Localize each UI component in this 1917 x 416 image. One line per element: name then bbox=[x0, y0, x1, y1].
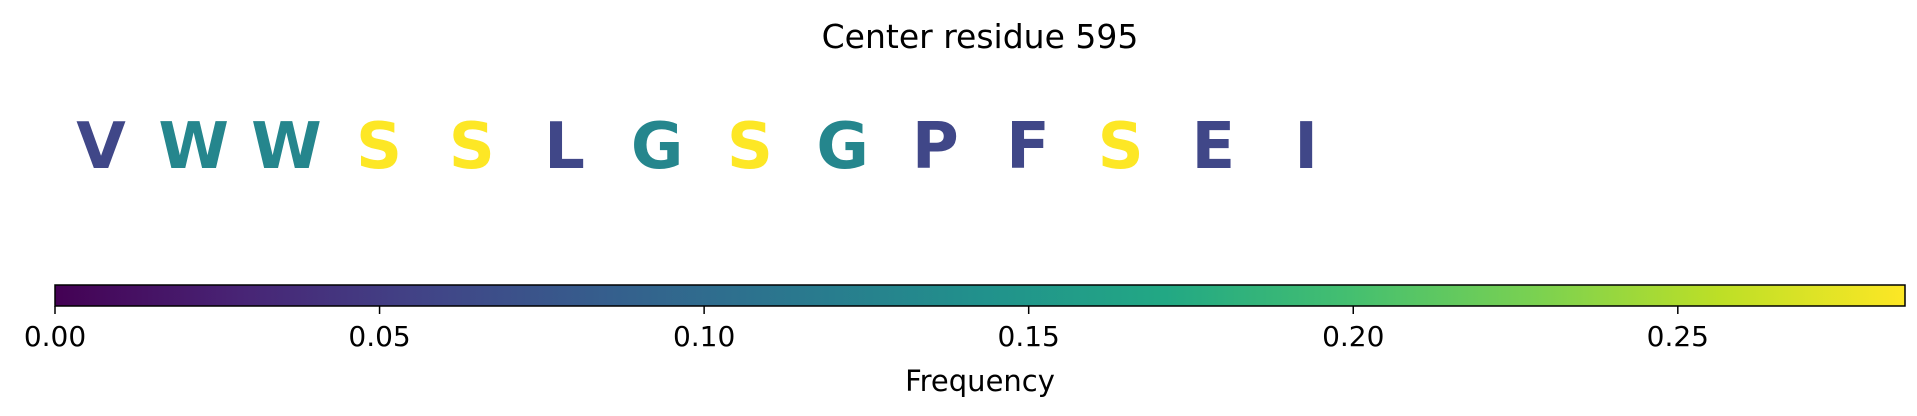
residue-letter: G bbox=[631, 110, 684, 184]
colorbar-tick-label: 0.05 bbox=[348, 320, 410, 353]
colorbar-tick-label: 0.00 bbox=[24, 320, 86, 353]
residue-letter: S bbox=[449, 110, 495, 184]
colorbar-tick-label: 0.20 bbox=[1322, 320, 1384, 353]
colorbar-tick-label: 0.15 bbox=[998, 320, 1060, 353]
colorbar-tick-label: 0.25 bbox=[1647, 320, 1709, 353]
residue-letter: L bbox=[544, 110, 585, 184]
chart-title: Center residue 595 bbox=[822, 17, 1139, 56]
colorbar bbox=[54, 284, 1906, 307]
residue-letter: S bbox=[356, 110, 402, 184]
residue-letter: W bbox=[251, 110, 322, 184]
colorbar-label: Frequency bbox=[905, 364, 1055, 398]
residue-letter: E bbox=[1192, 110, 1236, 184]
residue-letter: I bbox=[1294, 110, 1318, 184]
colorbar-tick-label: 0.10 bbox=[673, 320, 735, 353]
residue-letter: G bbox=[816, 110, 869, 184]
residue-letter: V bbox=[76, 110, 126, 184]
colorbar-ticks: 0.00 0.05 0.10 0.15 0.20 0.25 bbox=[24, 306, 1709, 353]
residue-letter: W bbox=[158, 110, 229, 184]
residue-letter: P bbox=[912, 110, 959, 184]
residue-letter: S bbox=[1098, 110, 1144, 184]
residue-letter: F bbox=[1006, 110, 1050, 184]
residue-letter: S bbox=[727, 110, 773, 184]
